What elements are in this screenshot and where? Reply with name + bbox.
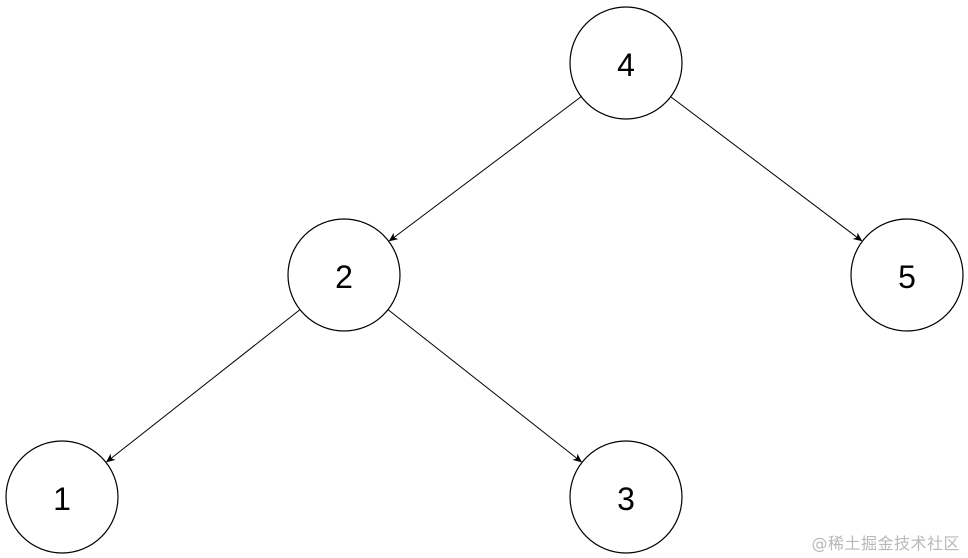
watermark-text: @稀土掘金技术社区 <box>811 534 960 553</box>
node-circle <box>569 440 683 554</box>
node-label: 3 <box>617 481 635 517</box>
edge-arrow-2-to-3 <box>387 309 582 463</box>
node-label: 5 <box>898 259 916 295</box>
tree-node-1: 1 <box>5 440 119 554</box>
tree-node-4: 4 <box>569 6 683 120</box>
edge-arrow-4-to-2 <box>388 96 582 242</box>
node-circle <box>850 218 964 332</box>
edges-layer <box>106 96 863 463</box>
node-label: 4 <box>617 47 635 83</box>
node-circle <box>569 6 683 120</box>
node-label: 1 <box>53 481 71 517</box>
node-circle <box>5 440 119 554</box>
node-circle <box>287 218 401 332</box>
tree-node-2: 2 <box>287 218 401 332</box>
nodes-layer: 4 2 5 1 3 <box>5 6 964 554</box>
edge-arrow-2-to-1 <box>106 309 301 463</box>
tree-node-3: 3 <box>569 440 683 554</box>
tree-node-5: 5 <box>850 218 964 332</box>
edge-arrow-4-to-5 <box>670 96 863 242</box>
node-label: 2 <box>335 259 353 295</box>
